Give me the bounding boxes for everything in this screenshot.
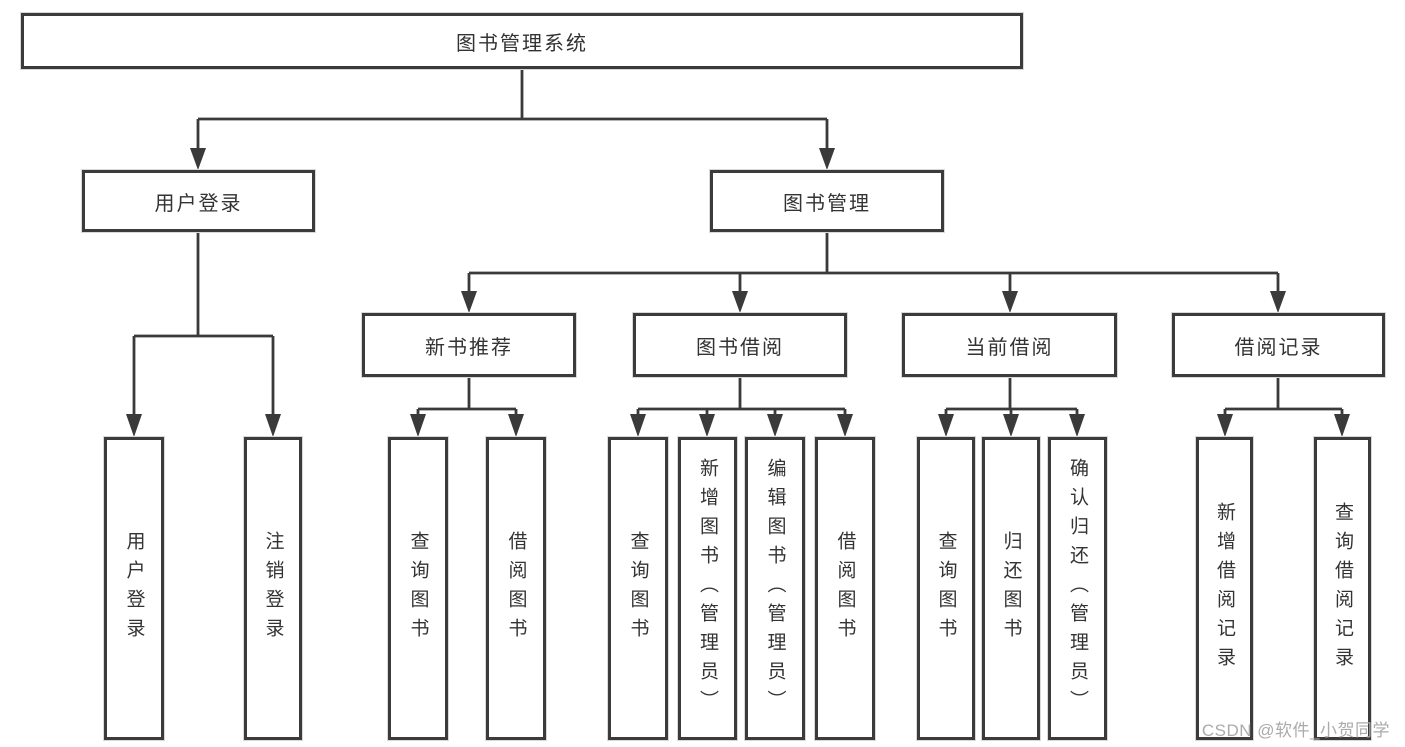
node-label: 查询借阅记录 [1332, 501, 1353, 676]
arrowhead-icon [508, 414, 524, 437]
node-label: 用户登录 [154, 192, 243, 215]
node-borrowing-records: 借阅记录 [1172, 313, 1385, 377]
arrowhead-icon [190, 148, 206, 170]
arrowhead-icon [1003, 414, 1019, 437]
arrowhead-icon [1069, 414, 1085, 437]
node-book-management: 图书管理 [710, 170, 944, 232]
arrowhead-icon [938, 414, 954, 437]
node-label: 借阅图书 [505, 530, 527, 647]
node-label: 注销登录 [262, 530, 284, 647]
leaf-confirm-return-admin: 确认归还（管理员） [1048, 437, 1107, 740]
leaf-edit-books-admin: 编辑图书（管理员） [745, 437, 805, 740]
node-library-management-system: 图书管理系统 [21, 13, 1023, 69]
leaf-user-login: 用户登录 [104, 437, 164, 740]
arrowhead-icon [410, 414, 426, 437]
arrowhead-icon [699, 414, 715, 437]
node-label: 借阅记录 [1234, 336, 1323, 359]
arrowhead-icon [732, 291, 748, 313]
node-label: 当前借阅 [965, 336, 1054, 359]
arrowhead-icon [126, 414, 142, 437]
node-label: 新增借阅记录 [1214, 501, 1235, 676]
leaf-add-borrow-record: 新增借阅记录 [1196, 437, 1253, 740]
node-current-borrowing: 当前借阅 [902, 313, 1117, 377]
leaf-borrow-books: 借阅图书 [815, 437, 875, 740]
node-label: 新书推荐 [425, 336, 513, 359]
arrowhead-icon [1217, 414, 1233, 437]
arrowhead-icon [837, 414, 853, 437]
node-label: 编辑图书（管理员） [764, 458, 786, 719]
node-label: 新增图书（管理员） [697, 458, 718, 719]
node-label: 归还图书 [1000, 530, 1022, 647]
csdn-watermark: CSDN @软件_小贺同学 [1201, 721, 1390, 740]
arrowhead-icon [1002, 291, 1018, 313]
arrowhead-icon [1334, 414, 1350, 437]
node-user-login: 用户登录 [82, 170, 315, 232]
leaf-query-books-current: 查询图书 [917, 437, 975, 740]
node-label: 确认归还（管理员） [1067, 458, 1088, 719]
arrowhead-icon [1270, 291, 1286, 313]
leaf-return-books: 归还图书 [982, 437, 1040, 740]
node-label: 查询图书 [407, 530, 429, 647]
arrowhead-icon [265, 414, 281, 437]
leaf-query-books-recommend: 查询图书 [388, 437, 448, 740]
arrowhead-icon [819, 148, 835, 170]
arrowhead-icon [461, 291, 477, 313]
arrowhead-icon [630, 414, 646, 437]
arrowhead-icon [767, 414, 783, 437]
node-label: 图书借阅 [696, 336, 784, 359]
node-label: 查询图书 [627, 530, 649, 647]
node-label: 图书管理 [783, 192, 871, 215]
leaf-add-books-admin: 新增图书（管理员） [678, 437, 737, 740]
leaf-query-books-borrow: 查询图书 [608, 437, 668, 740]
node-new-book-recommendation: 新书推荐 [362, 313, 576, 377]
node-label: 用户登录 [123, 530, 145, 647]
node-label: 查询图书 [935, 530, 957, 647]
leaf-borrow-books-recommend: 借阅图书 [486, 437, 546, 740]
node-label: 图书管理系统 [456, 32, 588, 55]
node-book-borrowing: 图书借阅 [633, 313, 847, 377]
leaf-logout: 注销登录 [244, 437, 302, 740]
node-label: 借阅图书 [834, 530, 856, 647]
leaf-query-borrow-record: 查询借阅记录 [1314, 437, 1371, 740]
